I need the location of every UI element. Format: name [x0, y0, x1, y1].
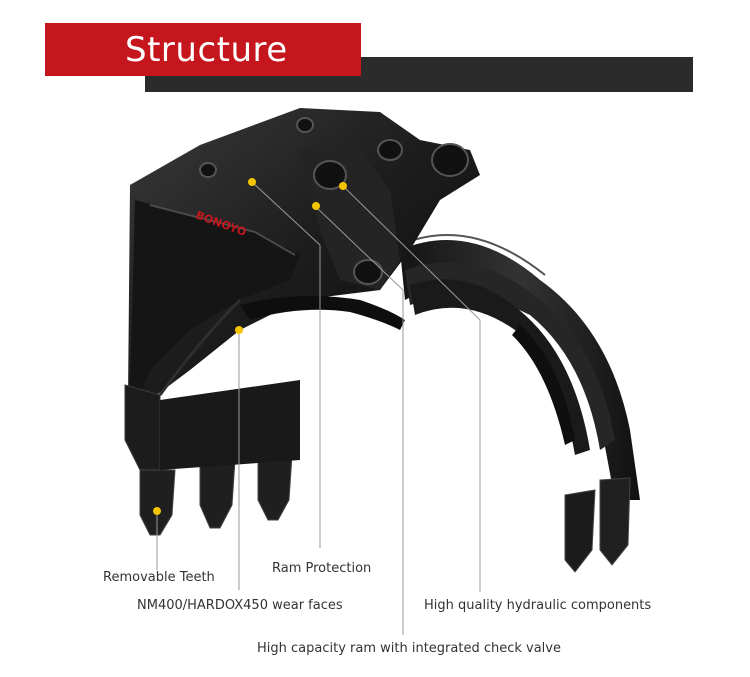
header-red-bar: Structure	[45, 23, 361, 76]
callout-line-capacity-1	[315, 206, 404, 291]
callout-label-ram-capacity: High capacity ram with integrated check …	[257, 641, 561, 656]
marker-ram	[248, 178, 256, 186]
claw-teeth	[564, 477, 631, 573]
bucket-teeth	[124, 380, 300, 536]
callout-lines	[156, 181, 481, 635]
section-title: Structure	[125, 29, 288, 70]
callout-markers	[153, 178, 347, 515]
callout-label-ram-protection: Ram Protection	[272, 561, 372, 576]
claw-arm	[399, 234, 640, 500]
marker-hydraulic	[339, 182, 347, 190]
callout-label-removable-teeth: Removable Teeth	[103, 570, 215, 585]
marker-capacity	[312, 202, 320, 210]
callout-label-hydraulic: High quality hydraulic components	[424, 598, 652, 613]
section-header: Structure	[0, 0, 750, 100]
callout-line-ram-1	[251, 181, 321, 246]
callout-line-hydraulic-1	[342, 185, 481, 321]
bucket-body	[128, 108, 480, 400]
callout-label-wear-faces: NM400/HARDOX450 wear faces	[137, 598, 343, 613]
marker-teeth	[153, 507, 161, 515]
marker-wear	[235, 326, 243, 334]
